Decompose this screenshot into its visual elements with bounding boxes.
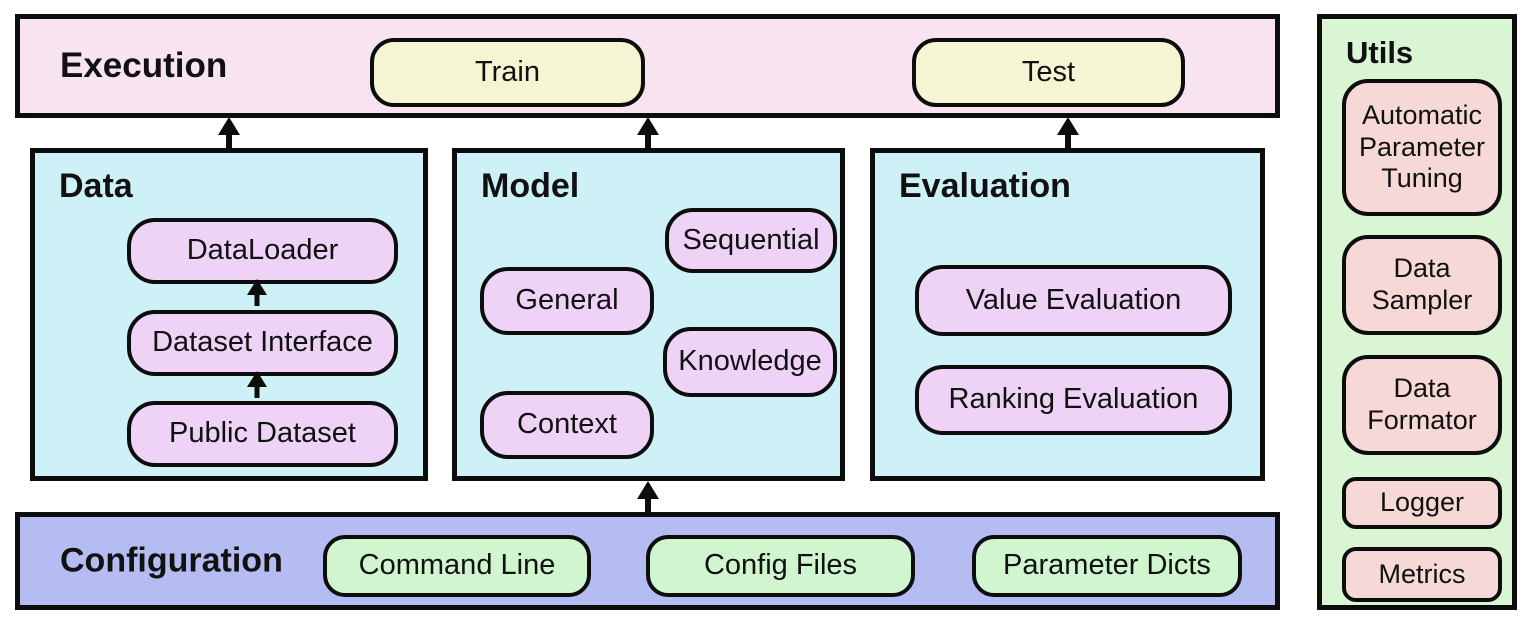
public-dataset-node: Public Dataset (127, 401, 398, 467)
configuration-panel: Configuration Command Line Config Files … (15, 512, 1280, 610)
execution-panel: Execution Train Test (15, 14, 1280, 118)
model-to-execution-arrow (637, 117, 659, 150)
model-panel: Model Sequential General Knowledge Conte… (452, 148, 845, 481)
test-node: Test (912, 38, 1185, 107)
config-files-node: Config Files (646, 535, 915, 597)
knowledge-node: Knowledge (663, 327, 837, 397)
sequential-node: Sequential (665, 208, 837, 273)
train-node: Train (370, 38, 645, 107)
configuration-title: Configuration (60, 541, 283, 580)
general-node: General (480, 267, 654, 335)
parameter-dicts-node: Parameter Dicts (972, 535, 1242, 597)
ranking-evaluation-node: Ranking Evaluation (915, 365, 1232, 435)
evaluation-panel-title: Evaluation (899, 167, 1071, 205)
command-line-node: Command Line (323, 535, 591, 597)
logger-node: Logger (1342, 477, 1502, 529)
context-node: Context (480, 391, 654, 459)
model-panel-title: Model (481, 167, 580, 205)
data-panel: Data DataLoader Dataset Interface Public… (30, 148, 428, 481)
data-panel-title: Data (59, 167, 133, 205)
execution-title: Execution (60, 46, 228, 85)
value-evaluation-node: Value Evaluation (915, 265, 1232, 336)
dataloader-node: DataLoader (127, 218, 398, 284)
automatic-parameter-tuning-node: Automatic Parameter Tuning (1342, 79, 1502, 216)
data-formator-node: Data Formator (1342, 355, 1502, 455)
utils-panel: Utils Automatic Parameter Tuning Data Sa… (1317, 14, 1517, 610)
evaluation-panel: Evaluation Value Evaluation Ranking Eval… (870, 148, 1265, 481)
configuration-to-model-arrow (637, 481, 659, 514)
dataset-interface-node: Dataset Interface (127, 310, 398, 376)
metrics-node: Metrics (1342, 547, 1502, 602)
data-to-execution-arrow (218, 117, 240, 150)
data-sampler-node: Data Sampler (1342, 235, 1502, 335)
evaluation-to-execution-arrow (1057, 117, 1079, 150)
utils-title: Utils (1346, 35, 1414, 70)
